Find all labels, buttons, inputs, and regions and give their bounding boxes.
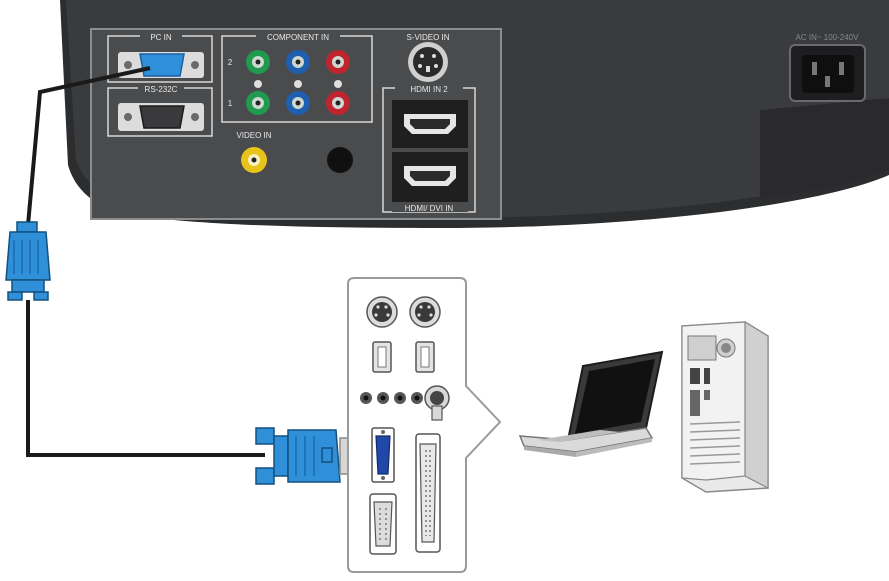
- hdmi-in-2-label: HDMI IN 2: [410, 85, 448, 94]
- pc-vga-port: [371, 427, 395, 483]
- component-row-1-label: 1: [228, 99, 233, 108]
- desktop-tower-illustration: [681, 320, 769, 493]
- ac-inlet: AC IN~ 100-240V: [789, 33, 866, 102]
- video-in-label: VIDEO IN: [236, 131, 271, 140]
- component-symbols: [254, 80, 342, 88]
- parallel-port: [415, 433, 441, 553]
- hdmi-dvi-in-label: HDMI/ DVI IN: [405, 204, 454, 213]
- pc-in-label: PC IN: [150, 33, 172, 42]
- vga-cable-connector-pc: [255, 427, 355, 485]
- component-in-port-group: COMPONENT IN 2 1: [221, 32, 373, 123]
- rs232c-port-group: RS-232C: [107, 84, 213, 137]
- usb-ports: [372, 341, 435, 373]
- connector-panel: PC IN RS-232C COMPONENT IN 2 1: [90, 28, 502, 220]
- audio-jacks: [360, 385, 450, 421]
- vga-cable-connector-top: [5, 221, 51, 301]
- svideo-in-port: S-VIDEO IN: [406, 33, 450, 82]
- component-row-2-label: 2: [228, 58, 233, 67]
- component-jacks-row-1: [246, 91, 350, 115]
- ps2-ports: [366, 296, 441, 328]
- video-in-port: VIDEO IN: [236, 131, 353, 173]
- component-in-label: COMPONENT IN: [267, 33, 329, 42]
- serial-port: [369, 493, 397, 555]
- laptop-illustration: [518, 350, 664, 457]
- vga-cable: [5, 66, 355, 485]
- rs232c-label: RS-232C: [145, 85, 178, 94]
- component-jacks-row-2: [246, 50, 350, 74]
- svideo-in-label: S-VIDEO IN: [406, 33, 449, 42]
- ac-in-label: AC IN~ 100-240V: [796, 33, 860, 42]
- hdmi-port-group: HDMI IN 2 HDMI/ DVI IN: [382, 84, 476, 213]
- pc-io-panel: [347, 277, 502, 573]
